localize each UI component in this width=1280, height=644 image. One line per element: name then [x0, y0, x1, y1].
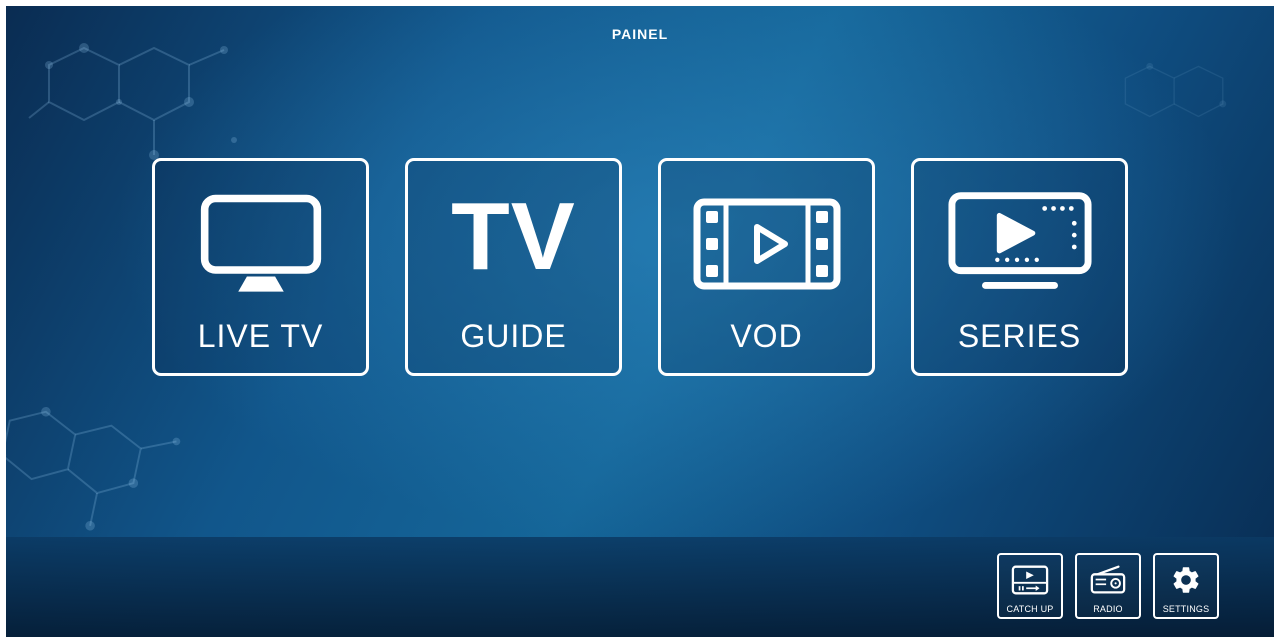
catch-up-icon — [1011, 555, 1049, 604]
tile-series-label: SERIES — [957, 318, 1082, 354]
radio-button[interactable]: RADIO — [1075, 553, 1141, 619]
catch-up-label: CATCH UP — [1006, 604, 1054, 614]
tile-guide-label: GUIDE — [460, 318, 567, 354]
tile-vod[interactable]: VOD — [658, 158, 875, 376]
tv-play-icon — [946, 161, 1094, 318]
radio-icon — [1089, 555, 1127, 604]
radio-label: RADIO — [1093, 604, 1123, 614]
tv-text-icon: TV — [451, 182, 576, 290]
page-title: PAINEL — [611, 26, 669, 42]
monitor-icon — [195, 161, 327, 318]
gear-icon — [1170, 555, 1202, 604]
filmstrip-play-icon — [691, 161, 843, 318]
main-menu: LIVE TV TV GUIDE V — [152, 158, 1128, 376]
settings-label: SETTINGS — [1162, 604, 1210, 614]
catch-up-button[interactable]: CATCH UP — [997, 553, 1063, 619]
tile-series[interactable]: SERIES — [911, 158, 1128, 376]
tile-live-tv[interactable]: LIVE TV — [152, 158, 369, 376]
tile-vod-label: VOD — [730, 318, 803, 354]
settings-button[interactable]: SETTINGS — [1153, 553, 1219, 619]
bottom-bar: CATCH UP RADIO — [6, 537, 1274, 637]
tile-guide[interactable]: TV GUIDE — [405, 158, 622, 376]
bottom-bar-buttons: CATCH UP RADIO — [997, 553, 1219, 619]
molecule-pattern-decoration — [1124, 62, 1227, 118]
app-screen: PAINEL LIVE TV TV GUIDE — [6, 6, 1274, 637]
tile-live-tv-label: LIVE TV — [197, 318, 324, 354]
